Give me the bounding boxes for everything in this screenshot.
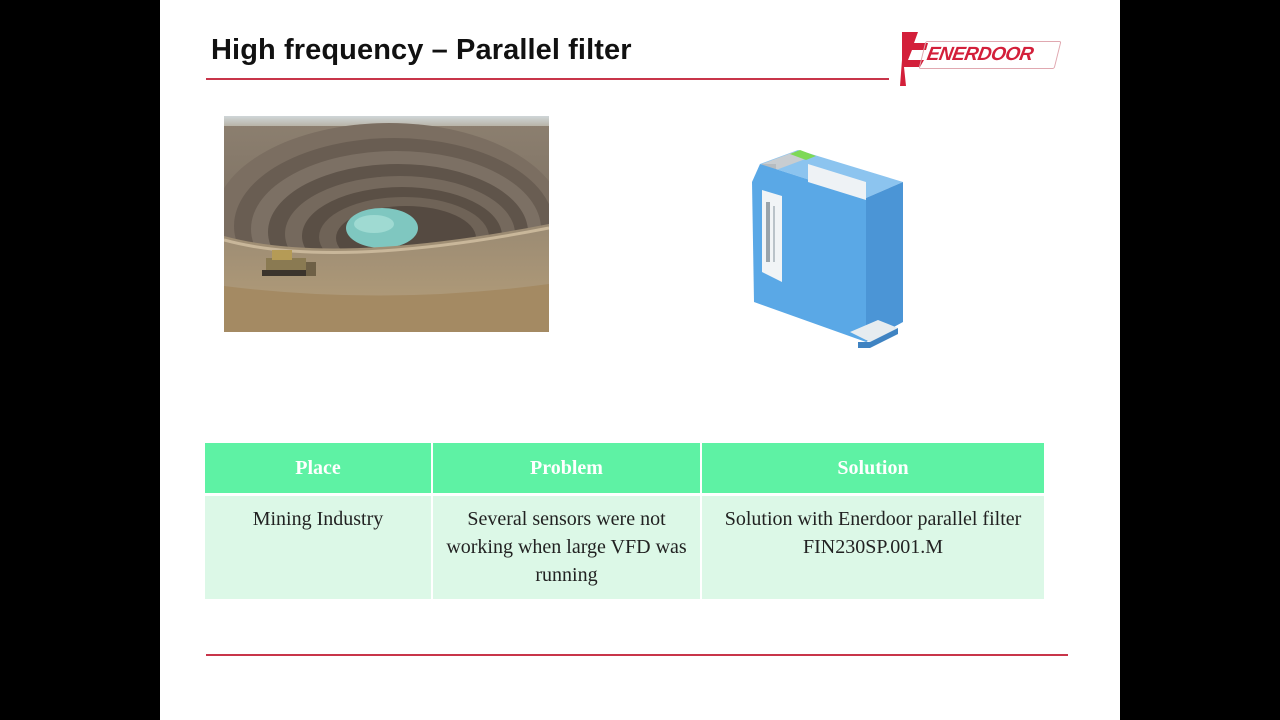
cell-solution: Solution with Enerdoor parallel filter F…	[701, 494, 1044, 599]
header-problem: Problem	[432, 443, 702, 496]
logo-wordmark: ENERDOOR	[918, 41, 1062, 69]
mine-photo	[224, 116, 549, 332]
filter-device-image	[752, 150, 903, 348]
case-study-table: Place Problem Solution Mining Industry S…	[205, 443, 1044, 599]
logo-text: ENERDOOR	[925, 44, 1035, 65]
footer-divider	[206, 654, 1068, 656]
table-row: Mining Industry Several sensors were not…	[205, 494, 1044, 599]
enerdoor-logo: ENERDOOR	[896, 30, 1068, 88]
title-divider	[206, 78, 889, 80]
cell-problem: Several sensors were not working when la…	[432, 494, 702, 599]
logo-mark-icon	[900, 32, 928, 86]
header-place: Place	[205, 443, 433, 496]
slide-title: High frequency – Parallel filter	[211, 34, 632, 66]
slide: High frequency – Parallel filter ENERDOO…	[160, 0, 1120, 720]
cell-place: Mining Industry	[205, 494, 433, 599]
table-header-row: Place Problem Solution	[205, 443, 1044, 496]
header-solution: Solution	[701, 443, 1044, 496]
